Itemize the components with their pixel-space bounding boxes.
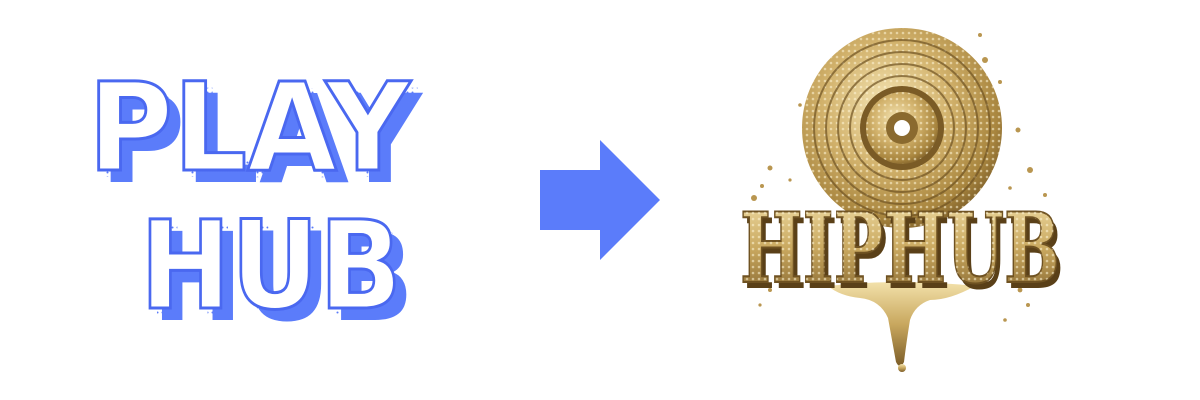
vinyl-record-icon [802, 28, 1002, 228]
arrow-right-icon [540, 140, 660, 260]
hub-text: HUB [140, 195, 402, 337]
hiphub-logo: HIPHUB HIPHUB HIPHUB [739, 28, 1064, 372]
play-extrusion: PLAY [100, 69, 424, 211]
play-halftone-shadow: PLAY [95, 64, 419, 206]
hiphub-wordmark-sparkle: HIPHUB [740, 192, 1060, 305]
play-hub-line-2: HUB HUB HUB [139, 194, 415, 350]
hub-halftone-shadow: HUB [147, 202, 409, 344]
hub-extrusion: HUB [152, 207, 414, 349]
hiphub-wordmark-shadow: HIPHUB [744, 198, 1064, 311]
hiphub-wordmark: HIPHUB HIPHUB HIPHUB [739, 191, 1064, 311]
play-text: PLAY [88, 57, 412, 199]
gold-drip [828, 282, 975, 372]
play-hub-logo: PLAY PLAY PLAY HUB HUB HUB [87, 56, 424, 350]
hiphub-wordmark-text: HIPHUB [740, 192, 1060, 305]
play-hub-line-1: PLAY PLAY PLAY [87, 56, 424, 212]
gold-particles [751, 33, 1047, 322]
